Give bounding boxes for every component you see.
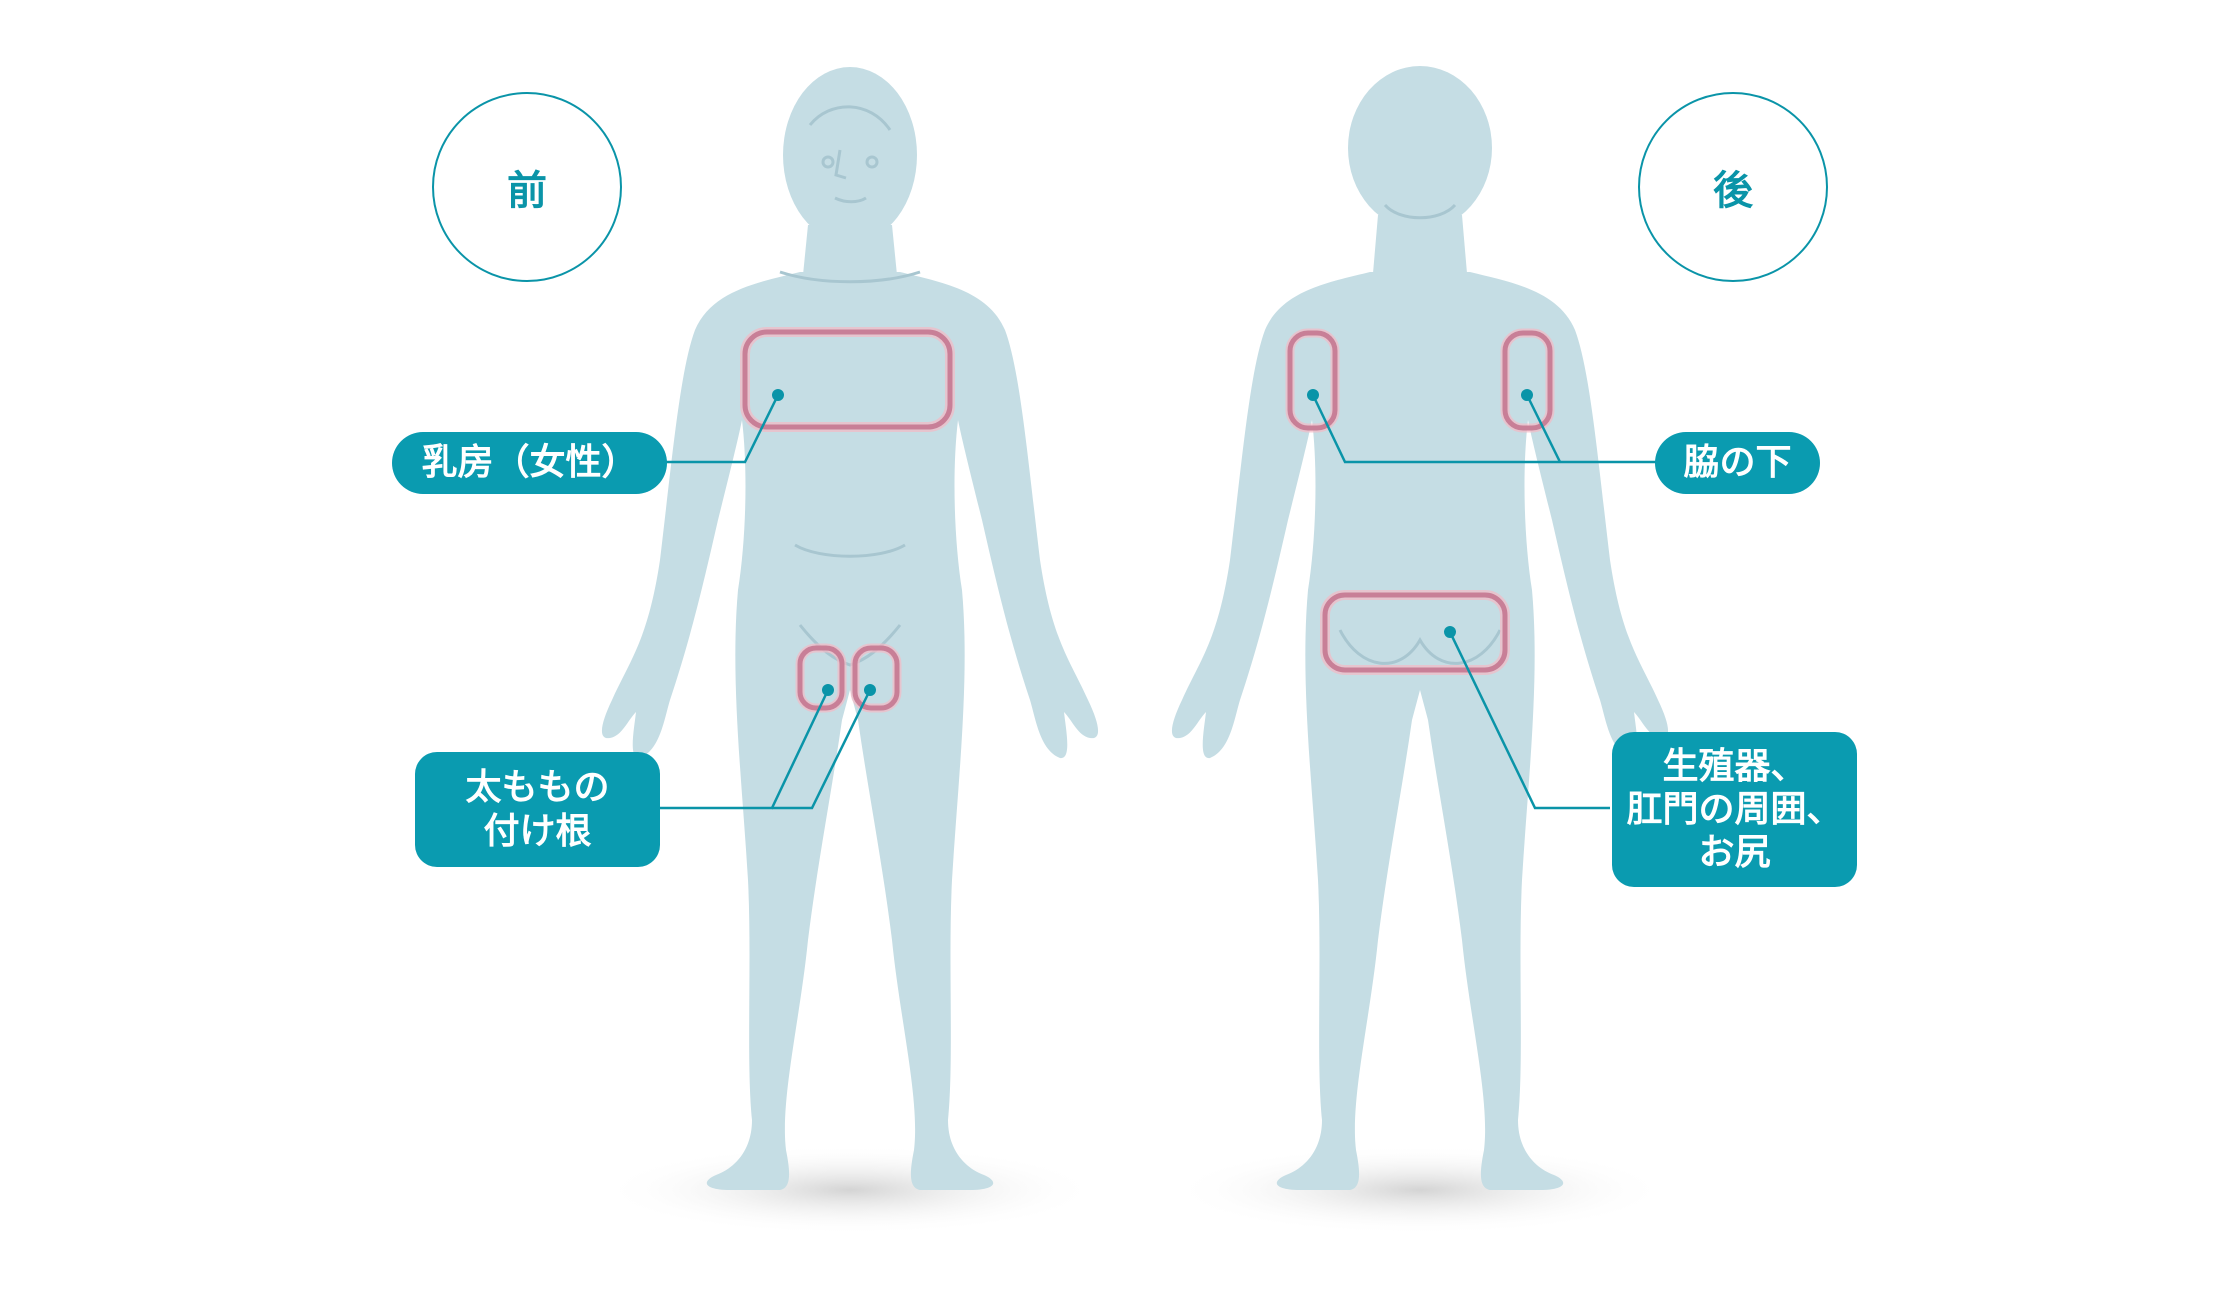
leader-lines (650, 394, 1660, 810)
back-regions (1285, 328, 1555, 675)
armpit-region-left (1287, 330, 1338, 431)
thigh-region-right (852, 645, 900, 711)
front-regions (740, 327, 955, 713)
leader-dots (772, 389, 1533, 696)
genital-region (1322, 592, 1508, 673)
human-front-figure-icon (601, 67, 1099, 1190)
armpit-label: 脇の下 (1655, 432, 1820, 494)
front-ground-shadow (600, 1145, 1100, 1235)
thigh-label: 太ももの 付け根 (415, 752, 660, 867)
thigh-region-left (797, 645, 845, 711)
back-view-badge: 後 (1638, 92, 1828, 282)
thigh-leader-line-right (772, 689, 872, 810)
back-ground-shadow (1170, 1145, 1670, 1235)
breast-region (742, 329, 953, 430)
armpit-leader-line-left (1311, 394, 1660, 464)
genital-leader-line (1448, 631, 1610, 810)
armpit-region-right (1502, 330, 1553, 431)
front-view-badge: 前 (432, 92, 622, 282)
armpit-leader-line-right (1525, 394, 1562, 463)
human-back-figure-icon (1171, 66, 1669, 1190)
breast-leader-line (650, 394, 780, 464)
genital-label: 生殖器、 肛門の周囲、 お尻 (1612, 732, 1857, 887)
breast-label: 乳房（女性） (392, 432, 667, 494)
